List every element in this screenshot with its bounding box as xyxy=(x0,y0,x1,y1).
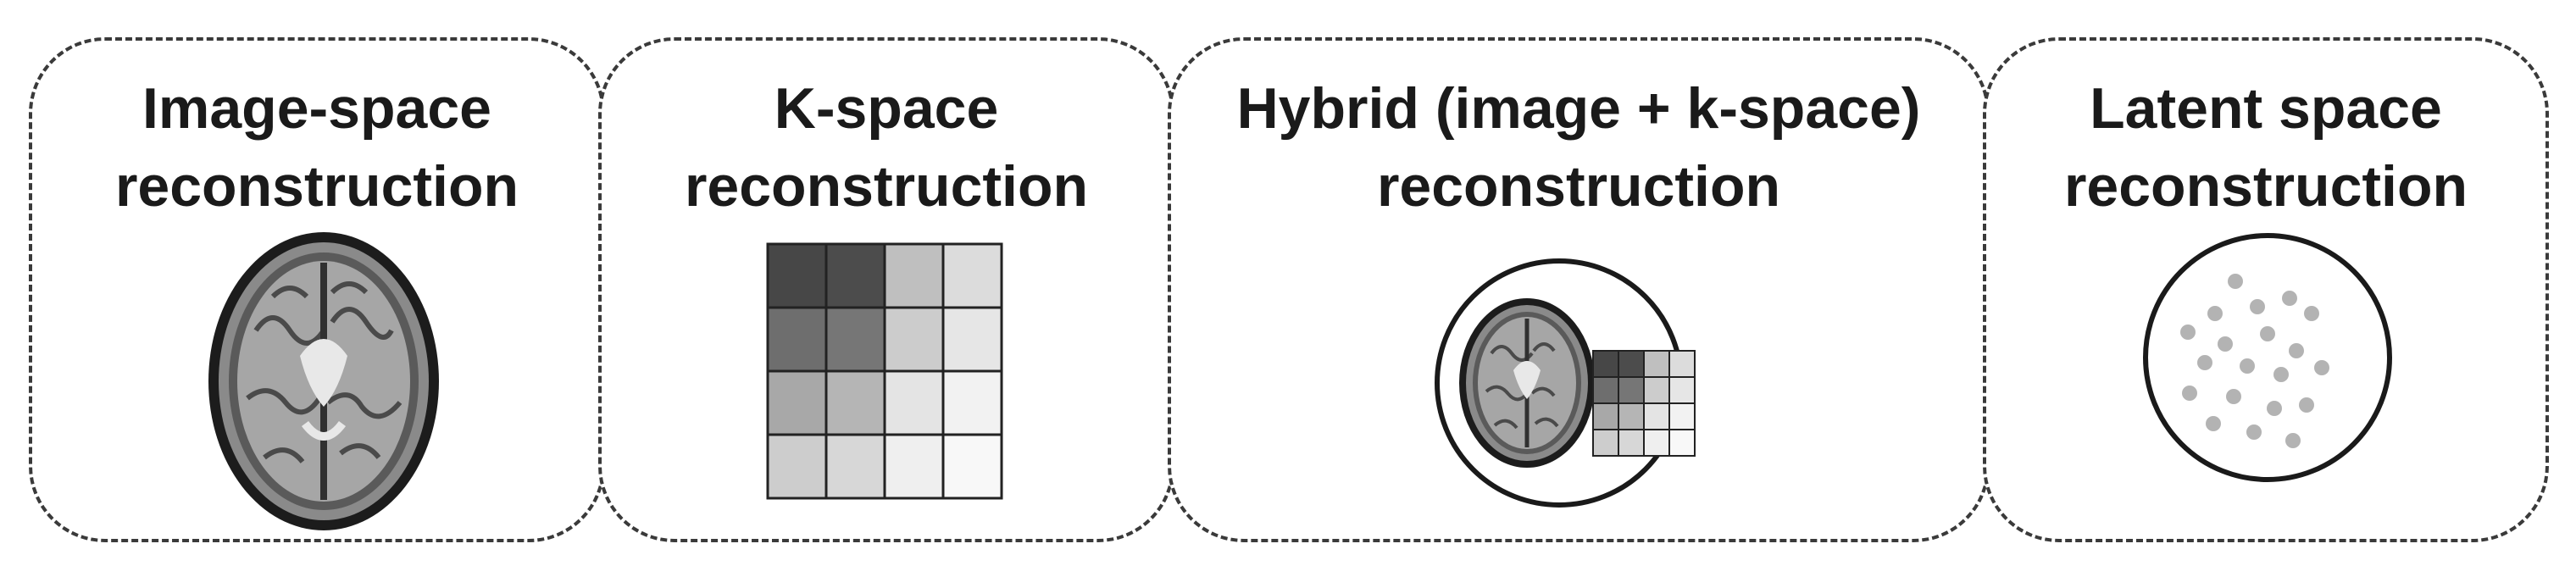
kspace-cell xyxy=(941,433,1003,500)
panel-hybrid: Hybrid (image + k-space) reconstruction xyxy=(1168,37,1990,542)
kspace-cell xyxy=(1618,429,1645,457)
kspace-cell xyxy=(824,433,886,500)
kspace-cell xyxy=(883,306,945,373)
kspace-cell xyxy=(1643,402,1670,430)
latent-dot xyxy=(2285,433,2301,448)
kspace-cell xyxy=(1592,402,1619,430)
kspace-cell xyxy=(824,242,886,309)
kspace-grid-icon xyxy=(766,242,1003,500)
latent-space-icon xyxy=(2143,233,2392,482)
latent-dot xyxy=(2206,416,2221,431)
panel-latent: Latent space reconstruction xyxy=(1983,37,2549,542)
hybrid-icon xyxy=(1435,258,1684,508)
kspace-grid-icon xyxy=(1592,350,1696,457)
kspace-cell xyxy=(883,433,945,500)
kspace-cell xyxy=(1592,429,1619,457)
kspace-cell xyxy=(1643,376,1670,404)
latent-dot xyxy=(2182,386,2197,401)
kspace-cell xyxy=(941,306,1003,373)
latent-dot xyxy=(2207,306,2223,321)
kspace-cell xyxy=(824,369,886,436)
title-line-2: reconstruction xyxy=(114,154,519,219)
title-line-2: reconstruction xyxy=(2063,154,2468,219)
panel-k-space: K-space reconstruction xyxy=(598,37,1174,542)
kspace-cell xyxy=(1618,402,1645,430)
latent-dot xyxy=(2250,299,2265,314)
kspace-cell xyxy=(1592,350,1619,378)
kspace-cell xyxy=(824,306,886,373)
latent-dot xyxy=(2180,325,2196,340)
kspace-cell xyxy=(1643,350,1670,378)
kspace-cell xyxy=(1592,376,1619,404)
latent-dot xyxy=(2267,401,2282,416)
latent-dot xyxy=(2299,397,2314,413)
latent-dot xyxy=(2197,355,2212,370)
kspace-cell xyxy=(766,306,828,373)
title-line-1: Hybrid (image + k-space) xyxy=(1236,76,1921,141)
kspace-cell xyxy=(1618,376,1645,404)
panel-title: Image-space reconstruction xyxy=(32,69,602,225)
title-line-1: Latent space xyxy=(2090,76,2442,141)
kspace-cell xyxy=(883,242,945,309)
kspace-cell xyxy=(1668,350,1696,378)
title-line-1: K-space xyxy=(774,76,999,141)
latent-dot xyxy=(2218,336,2233,352)
latent-dot xyxy=(2260,326,2275,341)
kspace-cell xyxy=(1668,376,1696,404)
panel-title: Hybrid (image + k-space) reconstruction xyxy=(1171,69,1986,225)
latent-dot xyxy=(2246,424,2262,440)
kspace-cell xyxy=(1668,429,1696,457)
latent-dot xyxy=(2304,306,2319,321)
kspace-cell xyxy=(941,369,1003,436)
kspace-cell xyxy=(1618,350,1645,378)
title-line-2: reconstruction xyxy=(1376,154,1781,219)
title-line-1: Image-space xyxy=(142,76,491,141)
kspace-cell xyxy=(766,242,828,309)
kspace-cell xyxy=(883,369,945,436)
latent-dot xyxy=(2226,389,2241,404)
brain-mri-icon xyxy=(1459,298,1595,468)
kspace-cell xyxy=(1643,429,1670,457)
latent-dot xyxy=(2228,274,2243,289)
latent-dot xyxy=(2289,343,2304,358)
kspace-cell xyxy=(1668,402,1696,430)
title-line-2: reconstruction xyxy=(684,154,1089,219)
latent-dot xyxy=(2273,367,2289,382)
panel-title: K-space reconstruction xyxy=(602,69,1171,225)
panel-title: Latent space reconstruction xyxy=(1986,69,2545,225)
latent-dot xyxy=(2282,291,2297,306)
latent-circle xyxy=(2143,233,2392,482)
brain-mri-icon xyxy=(208,232,439,530)
panel-image-space: Image-space reconstruction xyxy=(29,37,605,542)
latent-dot xyxy=(2240,358,2255,374)
kspace-cell xyxy=(941,242,1003,309)
latent-dot xyxy=(2314,360,2329,375)
kspace-cell xyxy=(766,369,828,436)
kspace-cell xyxy=(766,433,828,500)
